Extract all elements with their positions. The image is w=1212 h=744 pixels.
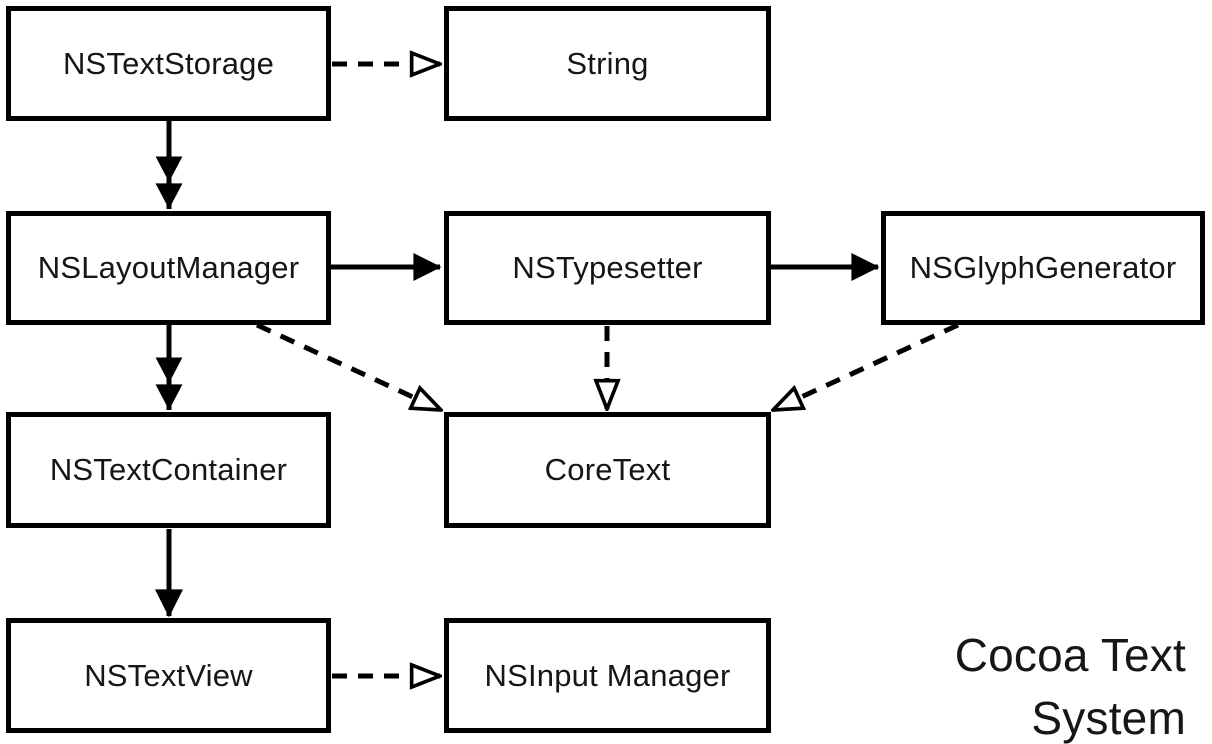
node-nstypesetter-label: NSTypesetter [512, 250, 703, 285]
edge-nsglyphgenerator-coretext [773, 322, 960, 413]
diagram-title-line1: Cocoa Text [954, 629, 1186, 681]
node-string-label: String [566, 45, 649, 81]
node-nslayoutmanager: NSLayoutManager [6, 211, 331, 325]
node-nsinputmanager-label: NSInput Manager [484, 657, 731, 693]
node-nsglyphgenerator: NSGlyphGenerator [881, 211, 1205, 325]
node-nstextcontainer: NSTextContainer [6, 412, 331, 528]
node-nstextstorage: NSTextStorage [6, 6, 331, 121]
node-nsglyphgenerator-label: NSGlyphGenerator [909, 250, 1177, 285]
diagram-title-line2: System [1031, 692, 1186, 744]
node-nstextcontainer-label: NSTextContainer [49, 452, 288, 487]
node-nstextview: NSTextView [6, 618, 331, 733]
node-nstypesetter: NSTypesetter [444, 211, 771, 325]
node-string: String [444, 6, 771, 121]
diagram-title: Cocoa Text System [955, 624, 1186, 744]
node-nslayoutmanager-label: NSLayoutManager [37, 250, 300, 285]
edge-nslayoutmanager-coretext [255, 322, 441, 413]
node-coretext: CoreText [444, 412, 771, 528]
node-nsinputmanager: NSInput Manager [444, 618, 771, 733]
node-coretext-label: CoreText [544, 452, 671, 487]
node-nstextstorage-label: NSTextStorage [62, 45, 275, 81]
node-nstextview-label: NSTextView [84, 657, 253, 693]
